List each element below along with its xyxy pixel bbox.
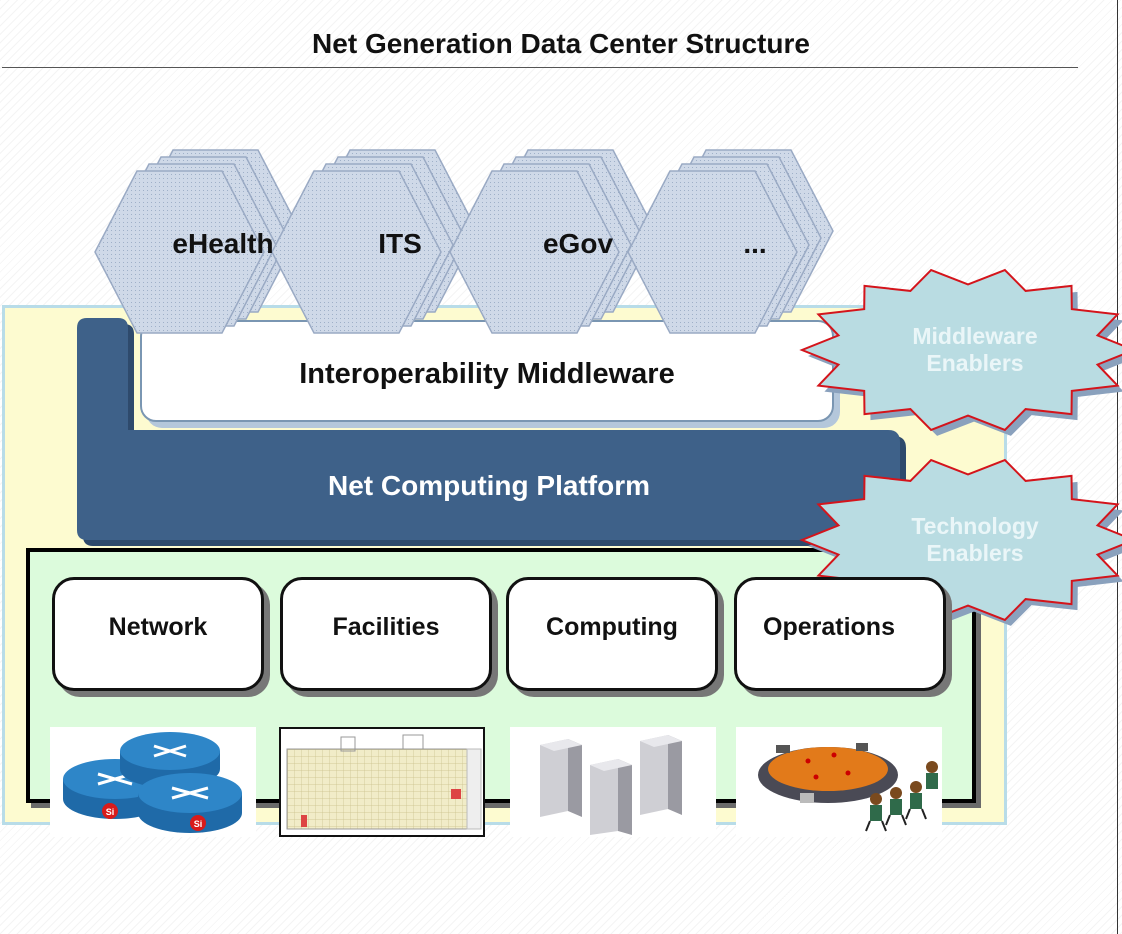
category-box-facilities bbox=[280, 577, 492, 691]
facilities-illustration bbox=[279, 727, 485, 837]
category-label-network: Network bbox=[108, 613, 208, 641]
frame-border bbox=[1117, 0, 1118, 934]
category-box-operations bbox=[734, 577, 946, 691]
operator-1 bbox=[865, 793, 887, 832]
operator-2 bbox=[885, 787, 907, 826]
title-divider bbox=[2, 67, 1078, 68]
app-label-egov: eGov bbox=[542, 228, 614, 259]
router-right bbox=[138, 773, 242, 833]
server-tower-icon bbox=[540, 735, 682, 835]
app-label-its: ITS bbox=[378, 228, 422, 259]
diagram-title: Net Generation Data Center Structure bbox=[312, 28, 810, 59]
si-badge-right bbox=[190, 815, 206, 831]
app-label-ehealth: eHealth bbox=[172, 228, 274, 259]
svg-text:Si: Si bbox=[194, 819, 203, 829]
network-illustration: Si Si bbox=[50, 727, 256, 837]
server-3 bbox=[640, 735, 682, 815]
platform-label: Net Computing Platform bbox=[328, 470, 650, 501]
server-1 bbox=[540, 739, 582, 817]
middleware-enablers-shape bbox=[799, 268, 1122, 436]
router-top bbox=[120, 732, 220, 788]
operator-4 bbox=[926, 761, 938, 789]
server-2 bbox=[590, 759, 632, 835]
svg-text:Si: Si bbox=[106, 807, 115, 817]
operator-3 bbox=[905, 781, 927, 820]
app-label-more: ... bbox=[743, 228, 767, 259]
category-label-operations: Operations bbox=[763, 613, 895, 641]
category-label-facilities: Facilities bbox=[332, 613, 440, 641]
operations-team-icon bbox=[758, 743, 938, 832]
category-label-computing: Computing bbox=[546, 613, 678, 641]
floor-plan-icon bbox=[286, 734, 482, 830]
router-icon: Si Si bbox=[63, 732, 242, 833]
operations-illustration bbox=[736, 727, 942, 837]
middleware-label: Interoperability Middleware bbox=[299, 358, 675, 390]
category-box-network bbox=[52, 577, 264, 691]
middleware-box bbox=[140, 320, 834, 422]
si-badge-left bbox=[102, 803, 118, 819]
category-box-computing bbox=[506, 577, 718, 691]
computing-illustration bbox=[510, 727, 716, 837]
